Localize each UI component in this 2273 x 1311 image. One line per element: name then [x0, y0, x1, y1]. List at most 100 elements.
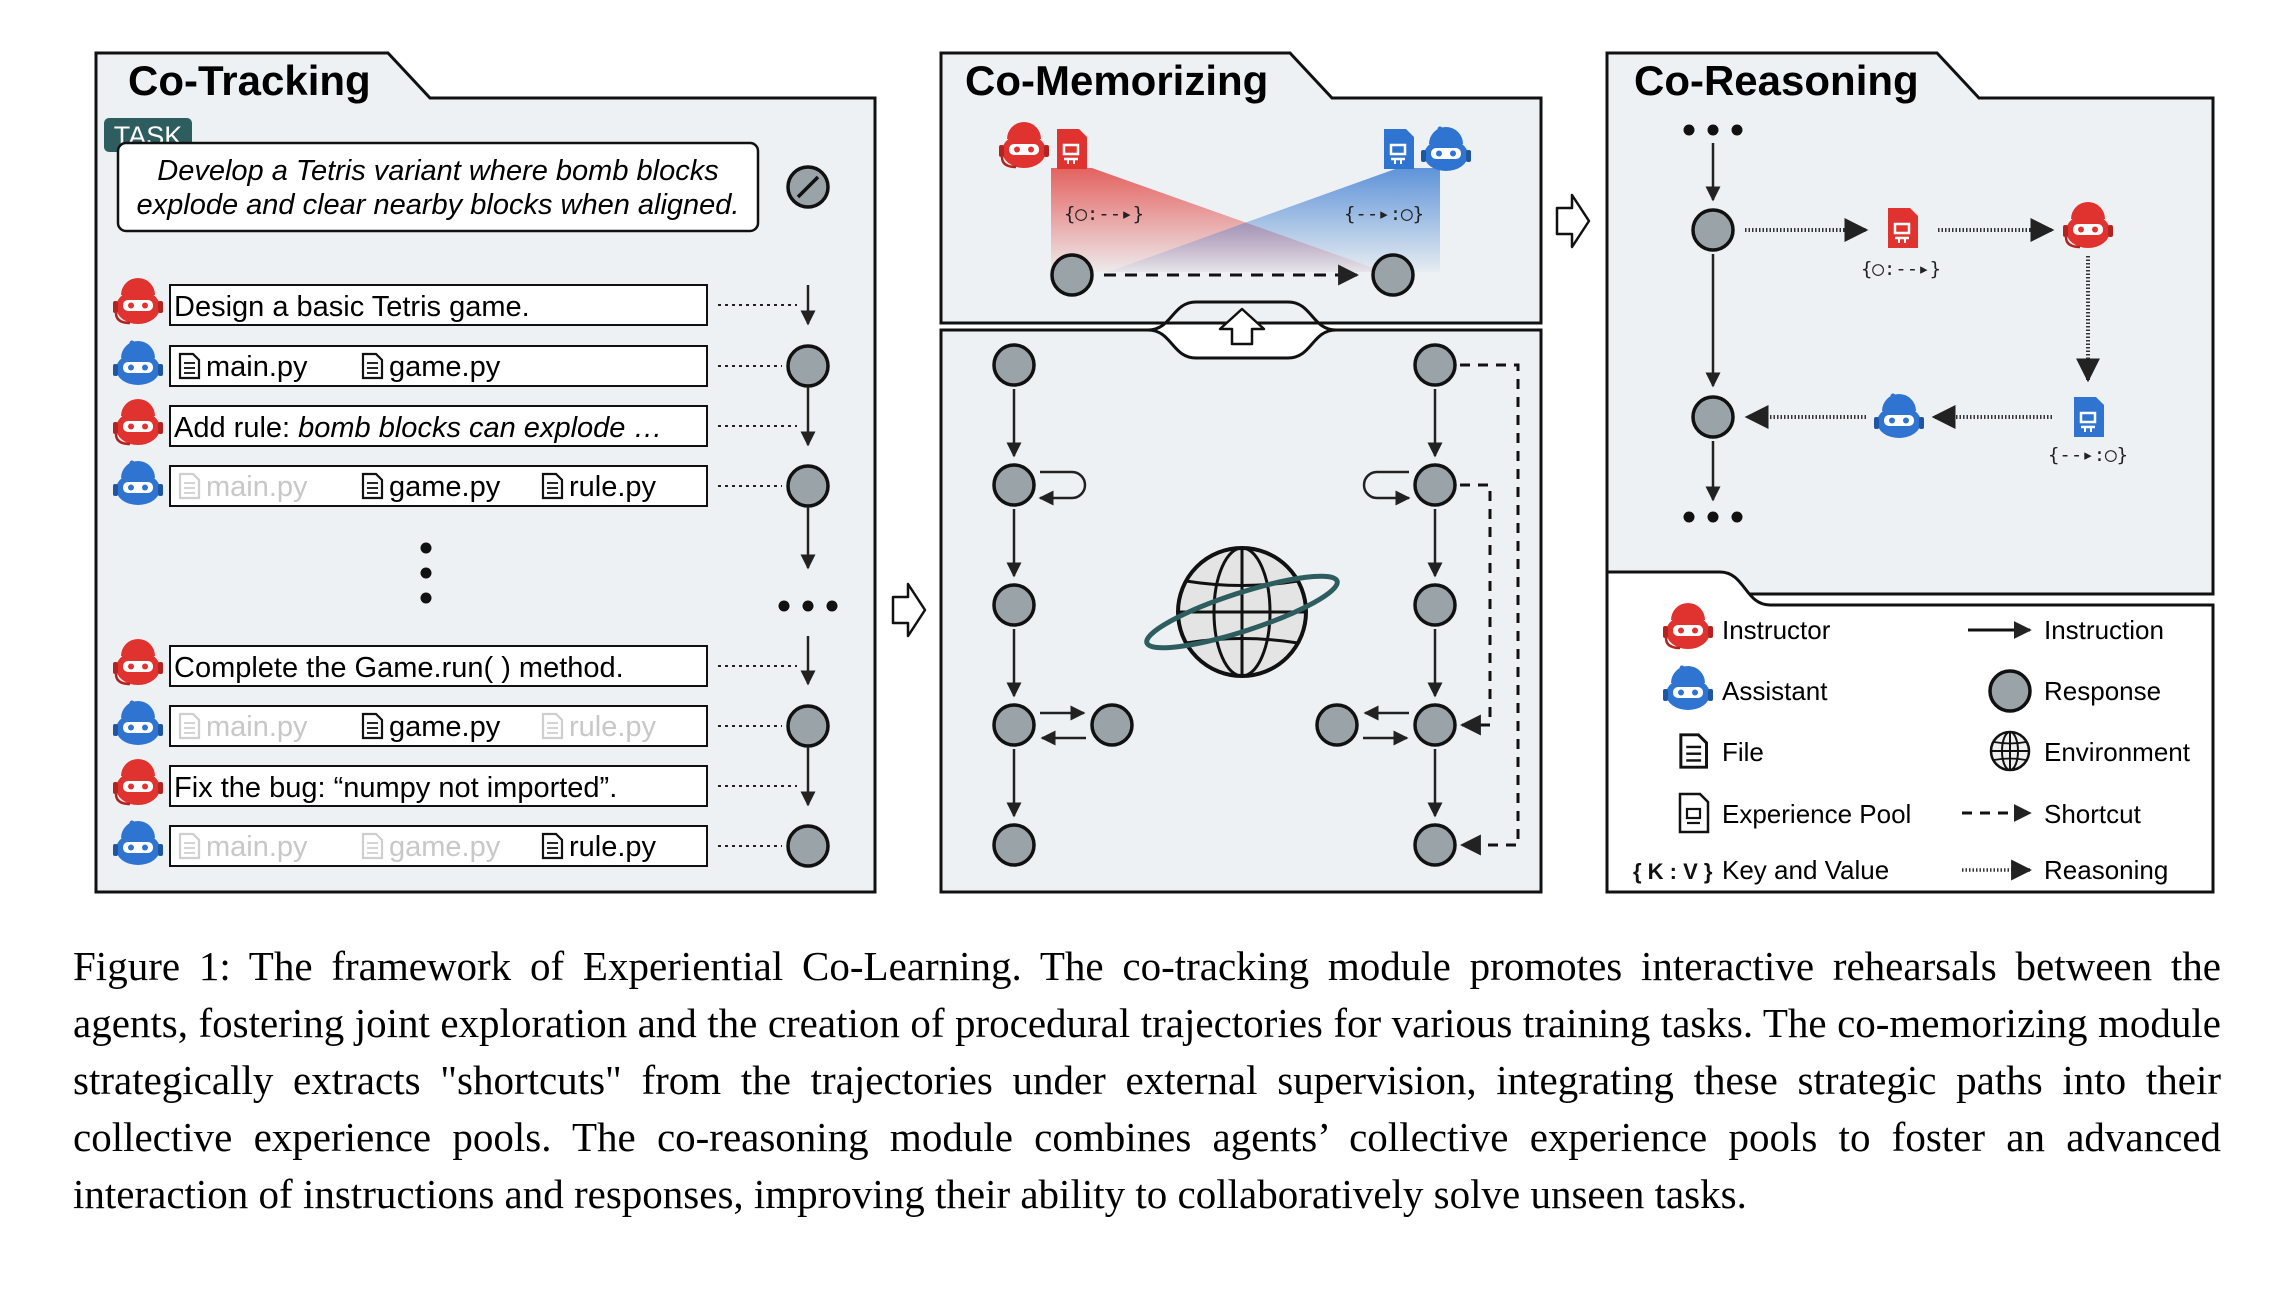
response-node	[992, 463, 1036, 507]
response-node	[992, 583, 1036, 627]
figure-caption: Figure 1: The framework of Experiential …	[73, 943, 2221, 1217]
file-icon	[361, 712, 384, 740]
legend-instruction: Instruction	[2044, 615, 2164, 645]
files-box	[169, 825, 708, 867]
legend-reasoning: Reasoning	[2044, 855, 2168, 885]
response-node	[1371, 253, 1415, 297]
response-node	[992, 703, 1036, 747]
instruction-text: Add rule: bomb blocks can explode …	[174, 412, 662, 444]
instructor-kv-label: {◯:‐‐▸}	[1861, 258, 1941, 280]
file-icon-faded	[178, 832, 201, 860]
legend-file: File	[1722, 737, 1764, 767]
task-text-line2: explode and clear nearby blocks when ali…	[137, 189, 740, 221]
response-node	[1413, 343, 1457, 387]
co-reasoning-title: Co-Reasoning	[1634, 57, 1919, 104]
response-node	[992, 823, 1036, 867]
response-node	[1691, 395, 1735, 439]
file-name: game.py	[389, 351, 501, 383]
response-node	[1413, 823, 1457, 867]
instruction-box	[169, 284, 708, 326]
legend-kv-symbol: { K : V }	[1633, 859, 1713, 884]
assistant-kv-label: {‐‐▸:◯}	[1344, 203, 1424, 225]
response-node	[786, 464, 830, 508]
hollow-arrow-icon	[891, 582, 927, 638]
instruction-box	[169, 765, 708, 807]
co-tracking-title: Co-Tracking	[128, 57, 371, 104]
file-icon	[361, 352, 384, 380]
file-icon-faded	[541, 712, 564, 740]
response-node	[1413, 583, 1457, 627]
legend-response: Response	[2044, 676, 2161, 706]
file-icon-faded	[178, 712, 201, 740]
response-node	[786, 824, 830, 868]
response-node	[992, 343, 1036, 387]
response-node-icon	[1988, 669, 2032, 713]
files-box	[169, 705, 708, 747]
files-box	[169, 345, 708, 387]
file-icon	[178, 352, 201, 380]
file-name-faded: main.py	[206, 831, 308, 863]
file-name-faded: game.py	[389, 831, 501, 863]
environment-globe-icon	[1144, 546, 1340, 678]
file-icon	[361, 472, 384, 500]
instruction-text: Design a basic Tetris game.	[174, 291, 530, 323]
shortcut-path	[1459, 363, 1520, 856]
file-icon	[541, 472, 564, 500]
response-node	[1315, 703, 1359, 747]
response-node	[786, 344, 830, 388]
response-node	[1413, 703, 1457, 747]
hollow-arrow-icon	[1555, 193, 1591, 249]
experience-pool-icon	[2072, 395, 2106, 439]
instruction-prefix: Add rule:	[174, 412, 298, 444]
framework-diagram: Co-Tracking TASK Develop a Tetris varian…	[94, 51, 2215, 894]
file-icon-faded	[361, 832, 384, 860]
response-node	[1691, 208, 1735, 252]
legend-panel: Instructor Assistant File Experience Poo…	[1605, 570, 2215, 894]
up-arrow-icon	[1218, 307, 1266, 346]
legend-assistant: Assistant	[1722, 676, 1828, 706]
co-reasoning-panel: Co-Reasoning {◯:‐‐▸} {‐‐▸:◯}	[1605, 51, 2215, 596]
instruction-text: Complete the Game.run( ) method.	[174, 652, 624, 684]
instructor-kv-label: {◯:‐‐▸}	[1064, 203, 1144, 225]
task-box	[116, 141, 760, 233]
instruction-text: Fix the bug: “numpy not imported”.	[174, 772, 617, 804]
file-name-faded: main.py	[206, 471, 308, 503]
file-name: game.py	[389, 711, 501, 743]
horizontal-ellipsis	[778, 600, 838, 612]
legend-environment: Environment	[2044, 737, 2191, 767]
co-memorizing-title: Co-Memorizing	[965, 57, 1268, 104]
file-name-faded: rule.py	[569, 711, 657, 743]
instruction-box	[169, 645, 708, 687]
legend-shortcut: Shortcut	[2044, 799, 2142, 829]
instruction-italic: bomb blocks can explode …	[298, 412, 662, 444]
task-text-line1: Develop a Tetris variant where bomb bloc…	[157, 155, 718, 187]
co-tracking-panel: Co-Tracking TASK Develop a Tetris varian…	[94, 51, 877, 894]
assistant-kv-label: {‐‐▸:◯}	[2048, 444, 2128, 466]
task-node-icon	[786, 165, 830, 209]
experience-pool-icon	[1055, 127, 1089, 171]
file-icon	[541, 832, 564, 860]
co-memorizing-panel: Co-Memorizing {◯:‐‐▸} {‐‐▸:◯}	[939, 51, 1543, 894]
environment-icon	[1989, 730, 2031, 772]
file-name: main.py	[206, 351, 308, 383]
file-icon	[1679, 733, 1708, 769]
response-node	[1090, 703, 1134, 747]
response-node	[1413, 463, 1457, 507]
experience-pool-icon	[1382, 127, 1416, 171]
response-node	[1050, 253, 1094, 297]
instruction-box	[169, 405, 708, 447]
legend-instructor: Instructor	[1722, 615, 1831, 645]
vertical-ellipsis	[420, 542, 432, 604]
experience-pool-icon	[1886, 206, 1920, 250]
file-name: rule.py	[569, 831, 657, 863]
response-node	[786, 704, 830, 748]
experience-pool-outline-icon	[1678, 792, 1710, 834]
file-name: rule.py	[569, 471, 657, 503]
legend-key-value: Key and Value	[1722, 855, 1889, 885]
ellipsis	[1683, 124, 1743, 523]
files-box	[169, 465, 708, 507]
shortcut-path	[1459, 483, 1492, 736]
file-name: game.py	[389, 471, 501, 503]
legend-experience-pool: Experience Pool	[1722, 799, 1911, 829]
file-name-faded: main.py	[206, 711, 308, 743]
